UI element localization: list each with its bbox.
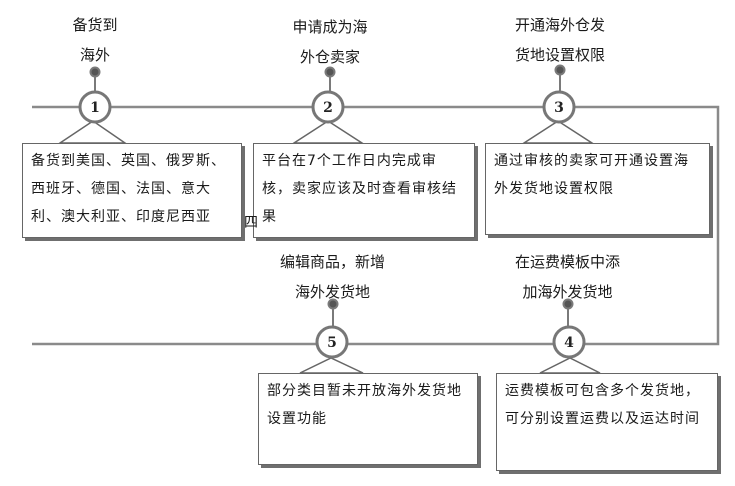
step-number-2: 2 — [323, 100, 333, 116]
step-title-5-line-2: 海外发货地 — [294, 283, 370, 301]
pointer-4 — [539, 357, 601, 374]
step-description-box-4: 运费模板可包含多个发货地，可分别设置运费以及运达时间 — [496, 373, 718, 471]
stray-character: 四 — [244, 215, 258, 231]
step-title-1: 备货到 海外 — [55, 10, 135, 70]
step-description-box-3: 通过审核的卖家可开通设置海外发货地设置权限 — [485, 143, 710, 235]
step-circle-4 — [552, 325, 586, 359]
step-circles — [78, 90, 586, 359]
step-description-2: 平台在7个工作日内完成审核，卖家应该及时查看审核结果 — [262, 153, 457, 225]
step-description-3: 通过审核的卖家可开通设置海外发货地设置权限 — [494, 153, 689, 197]
pin-dot-3 — [554, 64, 566, 76]
step-title-2-line-1: 申请成为海 — [292, 18, 368, 36]
step-description-5: 部分类目暂未开放海外发货地设置功能 — [267, 383, 462, 427]
step-description-box-5: 部分类目暂未开放海外发货地设置功能 — [258, 373, 478, 465]
step-circle-3 — [542, 90, 576, 124]
step-circle-5 — [315, 325, 349, 359]
step-title-2: 申请成为海 外仓卖家 — [270, 12, 390, 72]
step-description-box-2: 平台在7个工作日内完成审核，卖家应该及时查看审核结果 — [253, 143, 475, 238]
step-number-1: 1 — [90, 100, 100, 116]
step-title-4: 在运费模板中添 加海外发货地 — [495, 247, 640, 307]
pointer-3 — [521, 120, 595, 144]
pin-dot-1 — [89, 66, 101, 78]
step-title-1-line-1: 备货到 — [72, 16, 118, 34]
step-title-1-line-2: 海外 — [79, 46, 110, 64]
step-description-box-1: 备货到美国、英国、俄罗斯、西班牙、德国、法国、意大利、澳大利亚、印度尼西亚 — [22, 143, 242, 238]
step-number-5: 5 — [327, 335, 337, 351]
step-title-4-line-2: 加海外发货地 — [522, 283, 613, 301]
step-title-3-line-1: 开通海外仓发 — [514, 16, 605, 34]
pointer-1 — [57, 120, 128, 144]
pointer-5 — [299, 357, 364, 374]
step-title-2-line-2: 外仓卖家 — [299, 48, 360, 66]
step-number-4: 4 — [564, 335, 574, 351]
flow-line — [32, 105, 720, 346]
step-circle-1 — [78, 90, 112, 124]
step-number-3: 3 — [554, 100, 564, 116]
pin-dot-4 — [562, 298, 574, 310]
step-title-5: 编辑商品，新增 海外发货地 — [260, 247, 405, 307]
pin-dot-2 — [324, 66, 336, 78]
pointer-2 — [291, 120, 365, 144]
pins — [89, 64, 574, 328]
pin-dot-5 — [327, 298, 339, 310]
step-title-5-line-1: 编辑商品，新增 — [279, 253, 385, 271]
step-title-4-line-1: 在运费模板中添 — [514, 253, 620, 271]
step-title-3: 开通海外仓发 货地设置权限 — [490, 10, 630, 70]
step-description-4: 运费模板可包含多个发货地，可分别设置运费以及运达时间 — [505, 383, 700, 427]
step-circle-2 — [311, 90, 345, 124]
step-title-3-line-2: 货地设置权限 — [514, 46, 605, 64]
step-description-1: 备货到美国、英国、俄罗斯、西班牙、德国、法国、意大利、澳大利亚、印度尼西亚 — [31, 153, 226, 225]
